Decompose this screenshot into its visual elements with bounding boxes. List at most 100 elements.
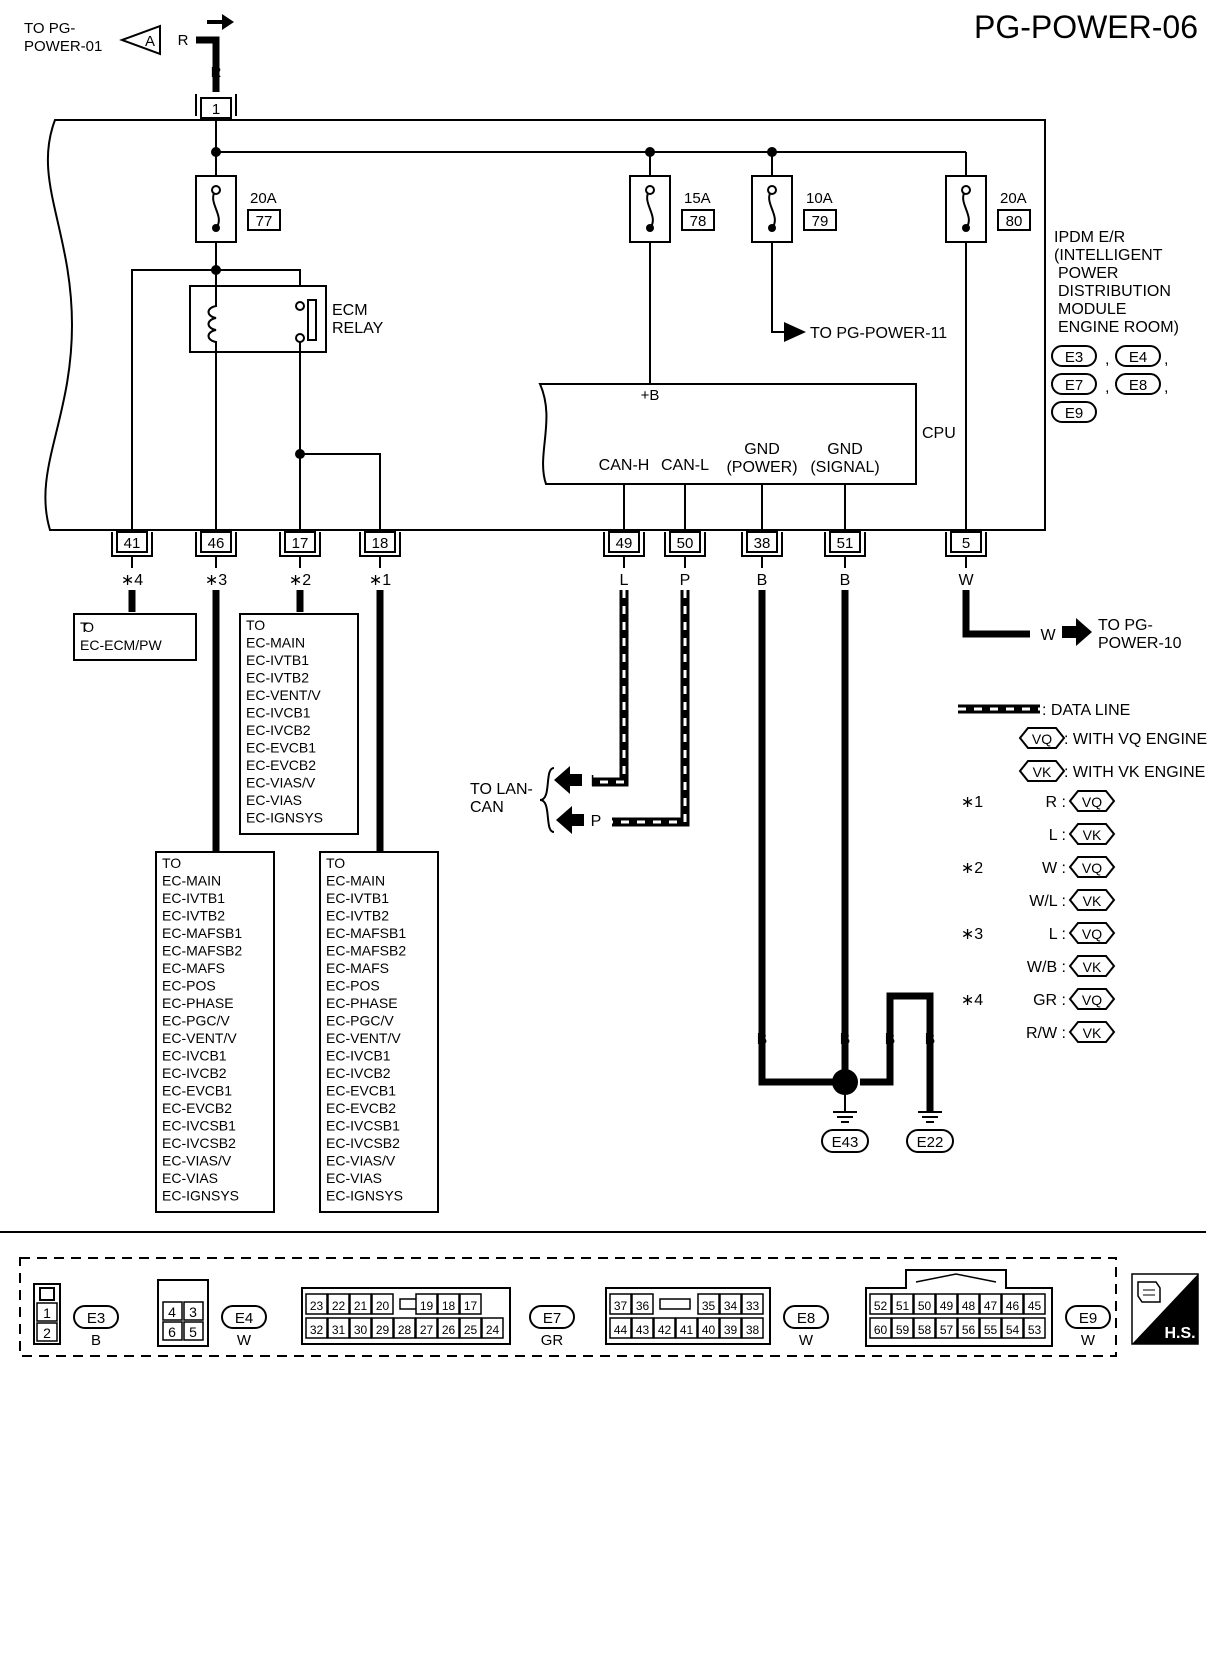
e9-color: W <box>1081 1332 1096 1349</box>
list-item: EC-VENT/V <box>246 687 321 703</box>
list-item: EC-IVCSB2 <box>326 1135 400 1151</box>
box-line: TO <box>80 619 94 635</box>
fuse-number: 79 <box>812 213 829 230</box>
ground-e43: E43 <box>832 1134 859 1151</box>
terminal-number: 46 <box>208 535 225 552</box>
list-item: TO <box>162 855 181 871</box>
e4-color: W <box>237 1332 252 1349</box>
link-line-1: TO PG- <box>24 20 75 37</box>
cpu-can-h: CAN-H <box>599 457 650 474</box>
legend-engine-tag: VQ <box>1082 860 1102 876</box>
link-line-2: POWER-01 <box>24 38 102 55</box>
e3-pin: 2 <box>43 1325 51 1341</box>
legend-color: R/W : <box>1026 1025 1066 1042</box>
list-item: EC-EVCB2 <box>326 1100 396 1116</box>
module-line: POWER <box>1058 265 1118 282</box>
ground-wire-b: B <box>840 1031 851 1048</box>
ipdm-outline <box>44 119 1046 531</box>
list-item: EC-IGNSYS <box>162 1188 239 1204</box>
connector-pin: 18 <box>442 1299 456 1313</box>
connector-pin: 46 <box>1006 1299 1020 1313</box>
svg-text:,: , <box>1105 379 1109 396</box>
wire-mark: ∗3 <box>205 572 227 589</box>
cpu-can-l: CAN-L <box>661 457 709 474</box>
wire-mark: ∗2 <box>289 572 311 589</box>
e9-id: E9 <box>1079 1310 1097 1327</box>
list-item: EC-IVTB1 <box>246 652 309 668</box>
list-item: EC-MAFSB2 <box>162 943 242 959</box>
connector-pin: 17 <box>464 1299 478 1313</box>
relay-label-2: RELAY <box>332 320 384 337</box>
connector-pin: 47 <box>984 1299 998 1313</box>
connector-pin: 52 <box>874 1299 888 1313</box>
connector-pin: 20 <box>376 1299 390 1313</box>
wire-mark: ∗4 <box>121 572 143 589</box>
cpu-box: +B CPU CAN-H CAN-L GND (POWER) GND (SIGN… <box>538 383 956 485</box>
ground-e22: E22 <box>917 1134 944 1151</box>
connector-pin: 23 <box>310 1299 324 1313</box>
wire-color-r: R <box>211 64 222 81</box>
svg-text:,: , <box>1164 379 1168 396</box>
legend-color: L : <box>1049 926 1066 943</box>
hs-badge: H.S. <box>1131 1273 1199 1345</box>
list-item: EC-VIAS <box>162 1170 218 1186</box>
arrow-left-icon <box>556 806 584 834</box>
list-item: TO <box>246 617 265 633</box>
wire-mark: B <box>757 572 768 589</box>
legend-engine-tag: VK <box>1083 1025 1102 1041</box>
link-to-pg-power-01: TO PG- POWER-01 A R R 1 <box>24 14 237 119</box>
list-item: TO <box>326 855 345 871</box>
list-item: EC-VIAS/V <box>326 1153 396 1169</box>
connector-pin: 55 <box>984 1323 998 1337</box>
module-connector: E3 <box>1065 349 1083 366</box>
cpu-gnd-signal-1: GND <box>827 441 863 458</box>
connector-pin: 59 <box>896 1323 910 1337</box>
lan-p: P <box>591 813 602 830</box>
list-item: EC-VIAS <box>246 792 302 808</box>
e3-id: E3 <box>87 1310 105 1327</box>
legend-color: W : <box>1042 860 1066 877</box>
cpu-plus-b: +B <box>641 387 660 404</box>
list-item: EC-IVTB2 <box>162 908 225 924</box>
terminal-number: 18 <box>372 535 389 552</box>
connector-pin: 43 <box>636 1323 650 1337</box>
connector-pin: 36 <box>636 1299 650 1313</box>
list-item: EC-IVCSB2 <box>162 1135 236 1151</box>
module-line: (INTELLIGENT <box>1054 247 1163 264</box>
internal-bus <box>215 118 967 176</box>
list-item: EC-MAFSB1 <box>162 925 242 941</box>
list-item: EC-MAFS <box>326 960 389 976</box>
page-id: PG-POWER-06 <box>974 9 1198 45</box>
list-item: EC-IGNSYS <box>246 810 323 826</box>
connector-pin: 29 <box>376 1323 390 1337</box>
list-item: EC-IVTB2 <box>246 670 309 686</box>
connector-pin: 57 <box>940 1323 954 1337</box>
wire-mark: P <box>680 572 691 589</box>
connector-pin: 56 <box>962 1323 976 1337</box>
cpu-label: CPU <box>922 425 956 442</box>
list-item: EC-IVCB2 <box>326 1065 391 1081</box>
ground-wire-b: B <box>925 1031 936 1048</box>
list-terminal-17: TOEC-MAINEC-IVTB1EC-IVTB2EC-VENT/VEC-IVC… <box>239 613 359 835</box>
arrow-right-icon <box>207 14 234 30</box>
fuse-77: 20A 77 <box>195 175 281 243</box>
list-item: EC-PHASE <box>162 995 234 1011</box>
legend-vq-tag: VQ <box>1032 731 1052 747</box>
connector-pin: 31 <box>332 1323 346 1337</box>
terminal-number: 50 <box>677 535 694 552</box>
connector-pin: 40 <box>702 1323 716 1337</box>
connector-pin: 34 <box>724 1299 738 1313</box>
box-line: EC-ECM/PW <box>80 637 162 653</box>
list-item: EC-VIAS <box>326 1170 382 1186</box>
legend-color: L : <box>1049 827 1066 844</box>
list-item: EC-IVCSB1 <box>326 1118 400 1134</box>
list-item: EC-VIAS/V <box>162 1153 232 1169</box>
fuse-amps: 15A <box>684 190 711 207</box>
e4-pin: 6 <box>168 1324 176 1340</box>
e8-id: E8 <box>797 1310 815 1327</box>
list-item: EC-MAIN <box>246 635 305 651</box>
e4-pin: 3 <box>189 1304 197 1320</box>
list-item: EC-MAFSB2 <box>326 943 406 959</box>
module-label: IPDM E/R (INTELLIGENT POWER DISTRIBUTION… <box>1051 229 1179 423</box>
